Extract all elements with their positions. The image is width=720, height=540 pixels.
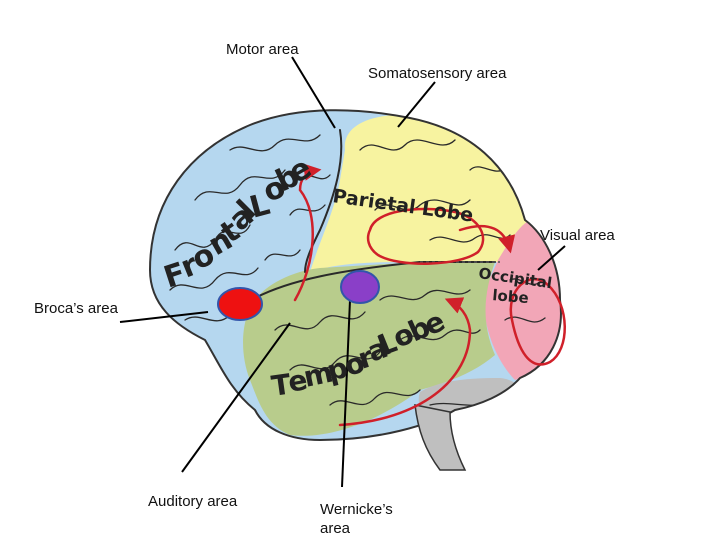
pointer-lines — [119, 56, 566, 488]
frontal-arrow — [293, 163, 322, 302]
auditory-pointer — [181, 322, 291, 473]
temporal-lobe-label: T e m p o r a l L o b e — [269, 304, 450, 403]
temporal-letter: T — [269, 368, 293, 403]
occipital-lobe-label-line2: lobe — [492, 286, 530, 307]
frontal-lobe-label: F r o n t a l L o b e — [160, 150, 318, 295]
parietal-arrow — [458, 224, 516, 254]
motor-pointer — [291, 56, 336, 129]
temporal-letter: m — [301, 355, 336, 393]
annotation-strokes — [293, 163, 566, 427]
temporal-arrow — [338, 297, 472, 427]
somatosensory-pointer — [397, 81, 436, 128]
temporal-lobe-region — [243, 262, 495, 436]
somatosensory-area-label: Somatosensory area — [368, 65, 507, 82]
broca-marker — [217, 287, 263, 321]
wernicke-area-label-line1: Wernicke’s — [320, 501, 393, 518]
wernicke-marker — [340, 270, 380, 304]
parietal-lobe-region — [310, 114, 530, 272]
brainstem — [414, 404, 467, 471]
motor-area-label: Motor area — [226, 41, 299, 58]
wernicke-area-label-line2: area — [320, 520, 351, 537]
visual-area-label: Visual area — [540, 227, 615, 244]
visual-pointer — [537, 245, 566, 271]
brain-outline — [148, 109, 562, 442]
occipital-circle — [509, 277, 566, 366]
wernicke-pointer — [341, 299, 351, 488]
parietal-circle — [366, 207, 485, 265]
auditory-area-label: Auditory area — [148, 493, 238, 510]
broca-area-label: Broca’s area — [34, 300, 119, 317]
occipital-lobe-region — [484, 220, 561, 380]
broca-pointer — [119, 311, 209, 323]
